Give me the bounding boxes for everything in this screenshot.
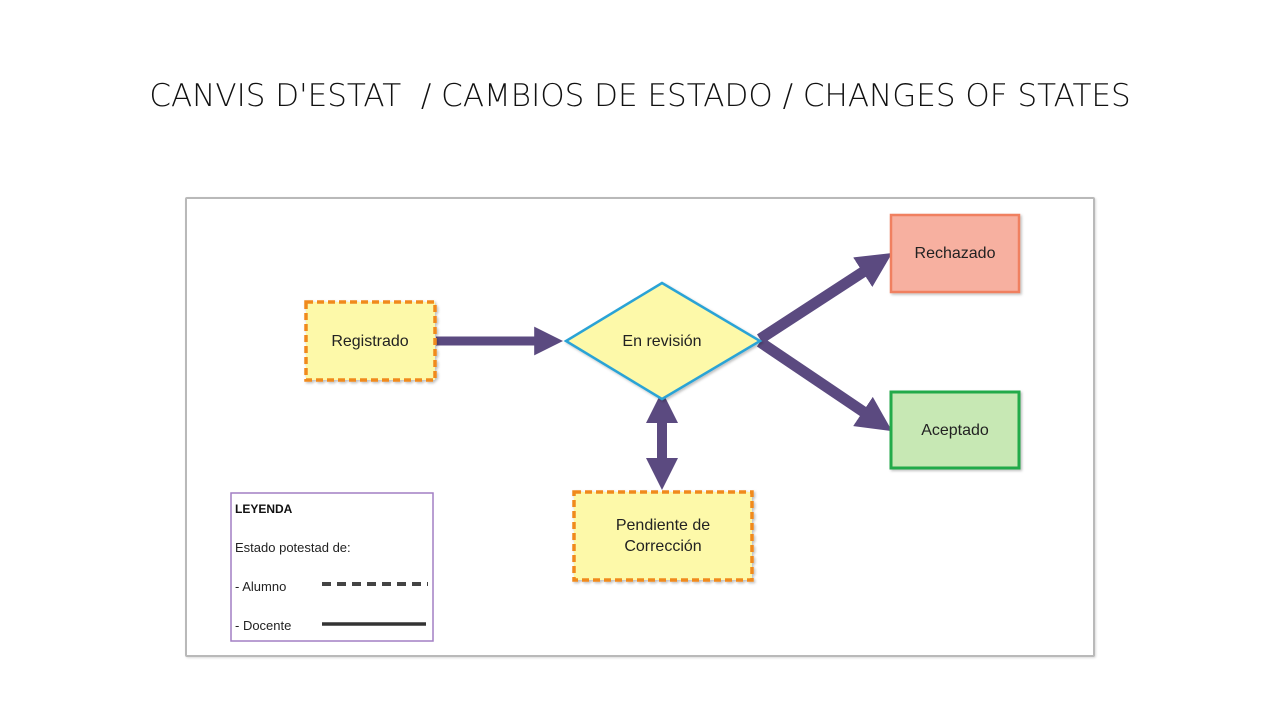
node-registrado: Registrado: [304, 300, 437, 382]
slide-title: CANVIS D'ESTAT / CAMBIOS DE ESTADO / CHA…: [149, 78, 1131, 114]
node-aceptado: Aceptado: [889, 390, 1021, 470]
node-rechazado-label: Rechazado: [915, 245, 996, 262]
node-rechazado: Rechazado: [889, 213, 1021, 294]
arrow-revision-to-aceptado: [756, 337, 893, 432]
node-registrado-label: Registrado: [331, 333, 408, 350]
node-aceptado-label: Aceptado: [921, 422, 989, 439]
legend-docente-label: - Docente: [235, 618, 291, 633]
legend-title: LEYENDA: [235, 502, 293, 516]
node-pendiente-label-line1: Pendiente de: [616, 517, 710, 534]
node-pendiente-label-line2: Corrección: [624, 538, 701, 555]
node-pendiente-correccion: Pendiente de Corrección: [572, 490, 754, 582]
legend-alumno-label: - Alumno: [235, 579, 286, 594]
node-en-revision: En revisión: [563, 281, 763, 401]
legend: LEYENDA Estado potestad de: - Alumno - D…: [230, 492, 434, 642]
node-en-revision-label: En revisión: [622, 333, 701, 350]
legend-subtitle: Estado potestad de:: [235, 540, 351, 555]
arrow-revision-to-rechazado: [757, 253, 893, 344]
